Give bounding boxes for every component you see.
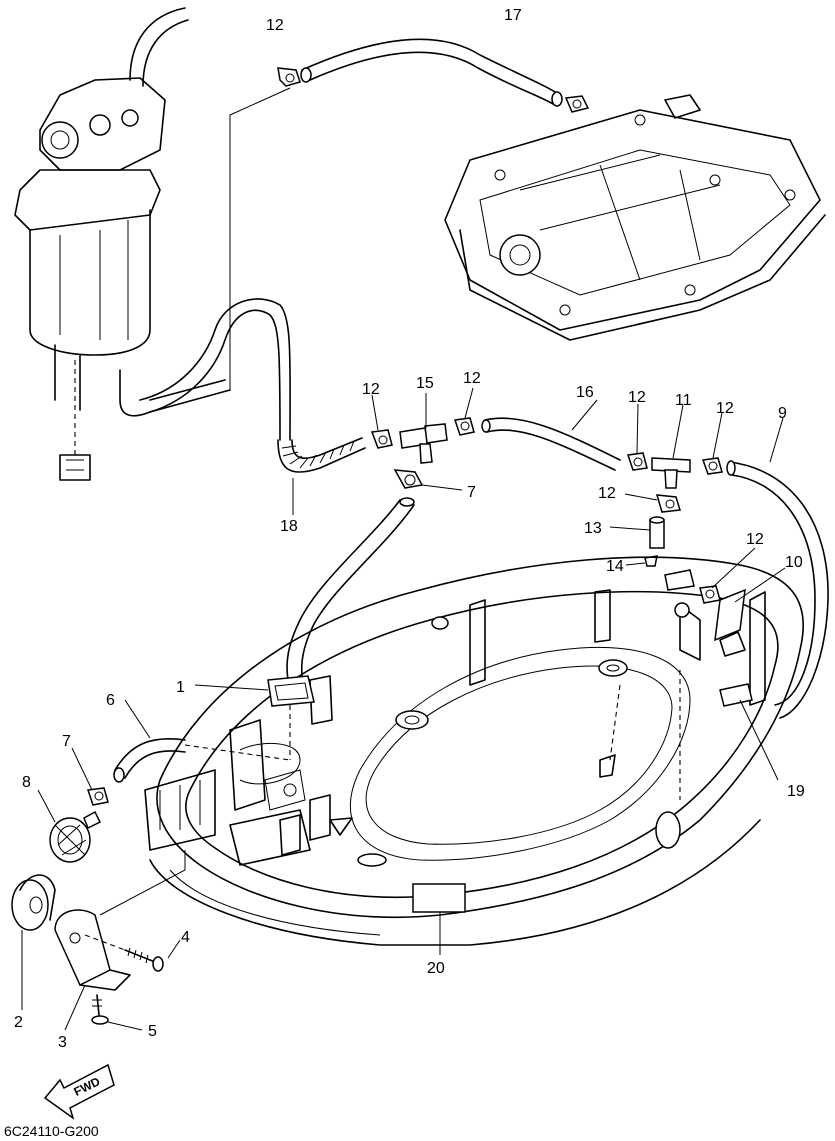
callout-1: 1 [176,679,185,696]
hose-6 [113,699,291,783]
upper-casing [444,94,826,341]
callout-10: 10 [785,554,803,571]
figure-code: 6C24110-G200 [4,1123,99,1139]
joint-11 [651,404,691,489]
callout-12: 12 [628,389,646,406]
clip-12-near-11-left [627,403,648,471]
part-2 [11,874,56,1010]
callout-12: 12 [716,400,734,417]
callout-15: 15 [416,375,434,392]
bolt-5 [91,994,143,1031]
clip-7-lower [71,747,109,806]
hose-17 [229,38,563,390]
callout-20: 20 [427,960,445,977]
callout-5: 5 [148,1023,157,1040]
callout-7: 7 [467,484,476,501]
clip-12-near-15-left [370,394,393,449]
callout-8: 8 [22,774,31,791]
hose-18-corrugated [277,437,366,515]
callout-12: 12 [598,485,616,502]
callout-12: 12 [266,17,284,34]
leader-bracket-to-cowling [99,850,186,916]
callout-12: 12 [463,370,481,387]
callout-11: 11 [675,392,692,409]
callout-3: 3 [58,1034,67,1051]
part-13 [609,516,665,549]
callout-13: 13 [584,520,602,537]
hose-from-filter [139,298,291,441]
fuel-filter-assembly [14,7,231,481]
clip-12-below-11 [624,493,681,513]
joint-15 [399,393,448,464]
screw-4 [84,934,181,972]
callout-16: 16 [576,384,594,401]
callout-14: 14 [606,558,624,575]
callout-4: 4 [181,929,190,946]
clip-12-top-left [277,67,301,87]
fuel-hose-grommet-1 [194,497,415,760]
clip-7-upper [393,469,463,491]
callout-7: 7 [62,733,71,750]
part-8 [37,789,102,863]
bracket-10 [714,567,786,642]
clip-12-near-15-right [454,387,475,436]
part-14 [625,555,658,567]
hose-16 [481,399,621,471]
callouts: 17 12 12 15 12 16 12 11 12 9 7 18 12 13 … [14,7,805,1051]
clip-12-top-right [564,95,590,113]
callout-9: 9 [778,405,787,422]
callout-2: 2 [14,1014,23,1031]
connector-near-10 [664,569,695,618]
callout-12: 12 [746,531,764,548]
bracket-3 [54,909,131,1031]
callout-18: 18 [280,518,298,535]
clip-12-near-10 [699,547,756,604]
bottom-cowling [144,556,804,955]
callout-17: 17 [504,7,522,24]
clip-12-near-11-right [701,412,723,475]
callout-12: 12 [362,381,380,398]
fwd-arrow: FWD [43,1063,115,1120]
callout-19: 19 [787,783,805,800]
hose-9 [726,417,829,719]
callout-6: 6 [106,692,115,709]
